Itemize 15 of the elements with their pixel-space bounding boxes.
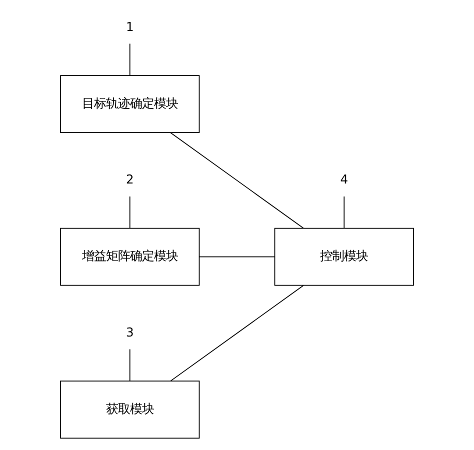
node-box: 增益矩阵确定模块 (60, 228, 200, 286)
node-text: 4 (340, 172, 348, 187)
node-text: 3 (126, 325, 134, 340)
node-text: 1 (126, 20, 134, 34)
node-box: 控制模块 (274, 228, 414, 286)
connector (170, 285, 304, 382)
node-box: 目标轨迹确定模块 (60, 75, 200, 134)
connector (344, 196, 345, 229)
connector (199, 256, 275, 258)
connector (129, 196, 130, 229)
node-box: 获取模块 (60, 380, 200, 439)
connector (129, 348, 130, 382)
connector (129, 43, 130, 76)
node-text: 2 (126, 172, 134, 187)
connector (170, 132, 304, 229)
